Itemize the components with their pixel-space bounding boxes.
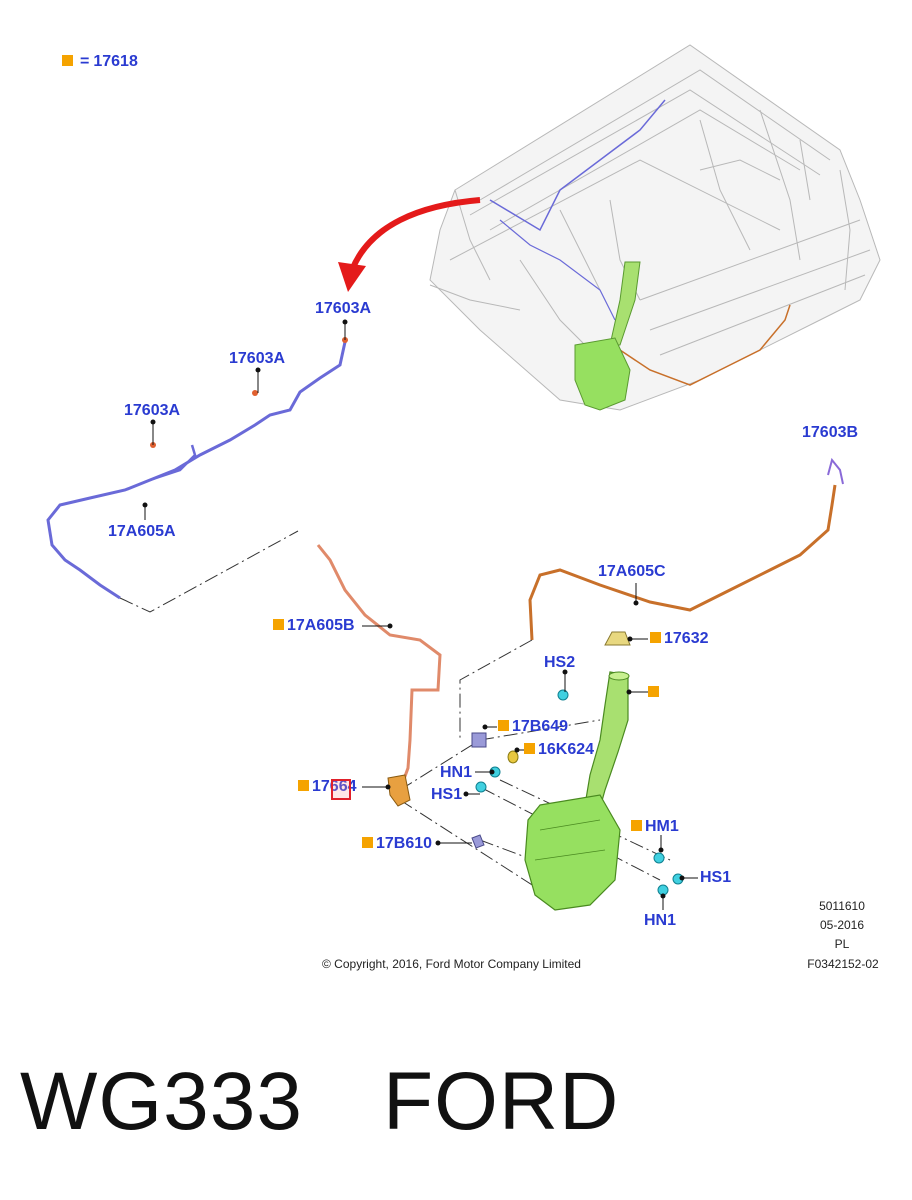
vehicle-blue-hose	[489, 99, 666, 232]
callout-HS1-lower[interactable]: HS1	[700, 869, 732, 886]
orange-square-icon	[362, 837, 373, 848]
washer-system-diagram	[46, 44, 881, 911]
callout-HN1-lower[interactable]: HN1	[644, 912, 677, 929]
callout-17B649[interactable]: 17B649	[498, 718, 568, 736]
meta-date: 05-2016	[819, 918, 865, 932]
callout-HM1[interactable]: HM1	[631, 818, 679, 836]
vehicle-orange-hose	[619, 304, 791, 386]
nozzle-17603B	[827, 457, 844, 485]
pump-17664	[387, 774, 411, 807]
vehicle-frame-illustration	[429, 44, 881, 411]
orange-hose-17A605C	[528, 484, 837, 641]
callout-17603A-top[interactable]: 17603A	[315, 300, 372, 317]
callout-16K624[interactable]: 16K624	[524, 741, 594, 759]
filler-cap-17632	[604, 631, 631, 646]
orange-square-icon	[524, 743, 535, 754]
washer-reservoir-tank	[524, 671, 630, 911]
meta-code: 5011610	[819, 899, 865, 913]
salmon-hose-17A605B	[316, 544, 442, 791]
red-arrow	[338, 197, 481, 292]
caption-brand: FORD	[383, 1056, 620, 1147]
caption: WG333 FORD	[20, 1055, 699, 1149]
vehicle-blue-hose-2	[499, 219, 616, 321]
dash-dot-lines	[119, 530, 671, 891]
part-17B610	[471, 834, 485, 849]
legend-part: 17618	[93, 53, 138, 70]
orange-square-icon	[631, 820, 642, 831]
blue-hose-branch	[149, 444, 197, 482]
selection-highlight-box	[331, 779, 351, 800]
callout-HS2[interactable]: HS2	[544, 654, 576, 671]
leader-dots	[142, 319, 685, 899]
blue-hose-17A605A	[46, 341, 347, 600]
seal-16K624	[507, 750, 519, 764]
vehicle-washer-tank	[574, 261, 641, 411]
fasteners	[475, 689, 684, 896]
callout-HS1-upper[interactable]: HS1	[431, 786, 463, 803]
copyright-text: © Copyright, 2016, Ford Motor Company Li…	[322, 957, 581, 971]
callout-HN1-upper[interactable]: HN1	[440, 764, 473, 781]
orange-square-icon	[498, 720, 509, 731]
callout-17A605C[interactable]: 17A605C	[598, 563, 666, 580]
callout-17632[interactable]: 17632	[650, 630, 709, 648]
grommet-17B649	[471, 732, 487, 748]
orange-square-icon	[648, 686, 659, 697]
caption-part-number: WG333	[20, 1056, 303, 1147]
callout-17603B[interactable]: 17603B	[802, 424, 859, 441]
legend: =17618	[62, 53, 138, 71]
meta-figure: F0342152-02	[807, 957, 879, 971]
legend-equals: =	[80, 53, 90, 70]
orange-square-icon	[650, 632, 661, 643]
callout-17B610[interactable]: 17B610	[362, 835, 432, 853]
callout-orange-square-only[interactable]	[648, 684, 662, 702]
callout-17664[interactable]: 17664	[298, 778, 357, 796]
orange-square-icon	[273, 619, 284, 630]
orange-square-icon	[62, 55, 73, 66]
callout-17603A-left[interactable]: 17603A	[124, 402, 181, 419]
callout-17603A-mid[interactable]: 17603A	[229, 350, 286, 367]
callout-17A605A[interactable]: 17A605A	[108, 523, 176, 540]
orange-square-icon	[298, 780, 309, 791]
meta-lang: PL	[834, 937, 850, 951]
callout-17A605B[interactable]: 17A605B	[273, 617, 355, 635]
